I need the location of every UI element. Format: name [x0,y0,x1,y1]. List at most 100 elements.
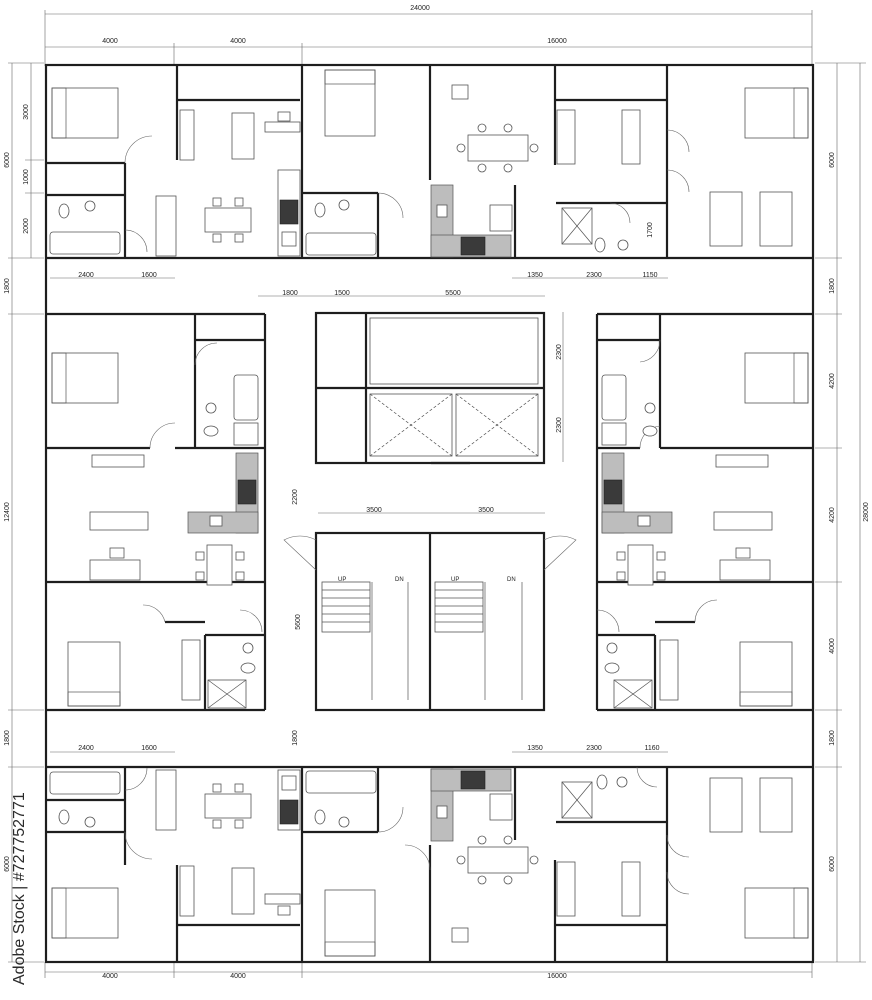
bed-icon [739,641,793,707]
unit-bottom-left [46,767,301,962]
bed-icon [324,69,376,137]
dim-bottom-right: 16000 [547,973,567,980]
dim-left-top-c: 2000 [23,218,30,234]
stair-left-up-label: UP [338,577,346,583]
stair-right: UP DN [434,577,523,700]
toilet-icon [642,425,658,437]
dim-right-overall: 28000 [863,502,870,522]
desk-icon [264,121,301,133]
dim-upper-2300: 2300 [586,272,602,279]
bed-icon [51,887,119,939]
dim-left-mid: 12400 [4,502,11,522]
bed-icon [51,352,119,404]
unit-top-middle [302,65,809,258]
stove-icon [460,770,486,790]
dim-top-overall: 24000 [410,5,430,12]
toilet-icon [314,809,326,825]
dim-left-corr1: 1800 [4,278,11,294]
dim-right-bottom: 6000 [829,856,836,872]
dim-core-1800: 1800 [282,290,298,297]
sofa-icon [231,867,255,915]
stove-icon [279,199,299,225]
bed-icon [744,352,809,404]
sink-icon [338,199,350,211]
stair-core: UP DN UP DN [283,531,577,712]
dim-left-top-total: 6000 [4,152,11,168]
dim-stair-3500a: 3500 [366,507,382,514]
dim-core-2300a: 2300 [556,344,563,360]
unit-left-middle [46,314,265,710]
stove-icon [603,479,623,505]
dim-bottom-left-a: 4000 [102,973,118,980]
table-icon [467,134,529,162]
dim-top-left-a: 4000 [102,38,118,45]
unit-right-middle [596,314,813,710]
dimension-labels: 24000 4000 4000 16000 28000 6000 1800 42… [4,5,870,980]
dimension-lines [8,10,866,978]
armchair-icon [451,927,469,943]
desk-icon [89,559,141,581]
sofa-icon [89,511,149,531]
dim-lower-1350: 1350 [527,745,543,752]
dim-lower-2400: 2400 [78,745,94,752]
watermark: Adobe Stock | #727752771 [11,792,28,985]
stove-icon [237,479,257,505]
bathtub-icon [49,231,121,255]
table-icon [467,846,529,874]
dim-upper-1150: 1150 [642,272,657,279]
stair-right-up-label: UP [451,577,459,583]
bathtub-icon [305,770,377,794]
stair-right-dn-label: DN [507,577,516,583]
toilet-icon [203,425,219,437]
table-icon [206,544,233,586]
dim-left-bottom: 6000 [4,856,11,872]
desk-icon [719,559,771,581]
dim-right-mid1: 4200 [829,373,836,389]
dim-right-mid2: 4200 [829,507,836,523]
table-icon [204,793,252,819]
dim-lower-1800: 1800 [292,730,299,746]
bed-icon [324,889,376,957]
dim-right-corr2: 1800 [829,730,836,746]
toilet-icon [596,774,608,790]
dim-upper-1600: 1600 [141,272,157,279]
stair-left: UP DN [321,577,409,700]
dim-right-corr1: 1800 [829,278,836,294]
dim-core-2200: 2200 [292,489,299,505]
watermark-stock-id: Adobe Stock | #727752771 [11,792,28,985]
bed-icon [67,641,121,707]
armchair-icon [451,84,469,100]
unit-bottom-middle [302,766,809,962]
dim-core-5500: 5500 [445,290,461,297]
table-icon [627,544,654,586]
dim-core-1500: 1500 [334,290,350,297]
unit-top-left [46,65,301,258]
dim-top-right: 16000 [547,38,567,45]
toilet-icon [604,662,620,674]
toilet-icon [594,237,606,253]
bathtub-icon [601,374,627,421]
dim-left-top-a: 3000 [23,104,30,120]
dim-stair-5600: 5600 [295,614,302,630]
dim-upper-2400: 2400 [78,272,94,279]
bed-icon [744,887,809,939]
stove-icon [460,236,486,256]
dim-left-top-b: 1000 [23,169,30,185]
sink-icon [84,200,96,212]
dim-upper-1700: 1700 [647,222,654,238]
desk-icon [264,893,301,905]
bathtub-icon [233,374,259,421]
twin-bed-icon [709,777,743,833]
table-icon [204,207,252,233]
dim-core-2300b: 2300 [556,417,563,433]
dim-left-corr2: 1800 [4,730,11,746]
sofa-icon [713,511,773,531]
dim-top-left-b: 4000 [230,38,246,45]
bathtub-icon [49,771,121,795]
elevator-core [314,311,546,465]
bathtub-icon [305,232,377,256]
toilet-icon [314,202,326,218]
twin-bed-icon [709,191,743,247]
stair-left-dn-label: DN [395,577,404,583]
